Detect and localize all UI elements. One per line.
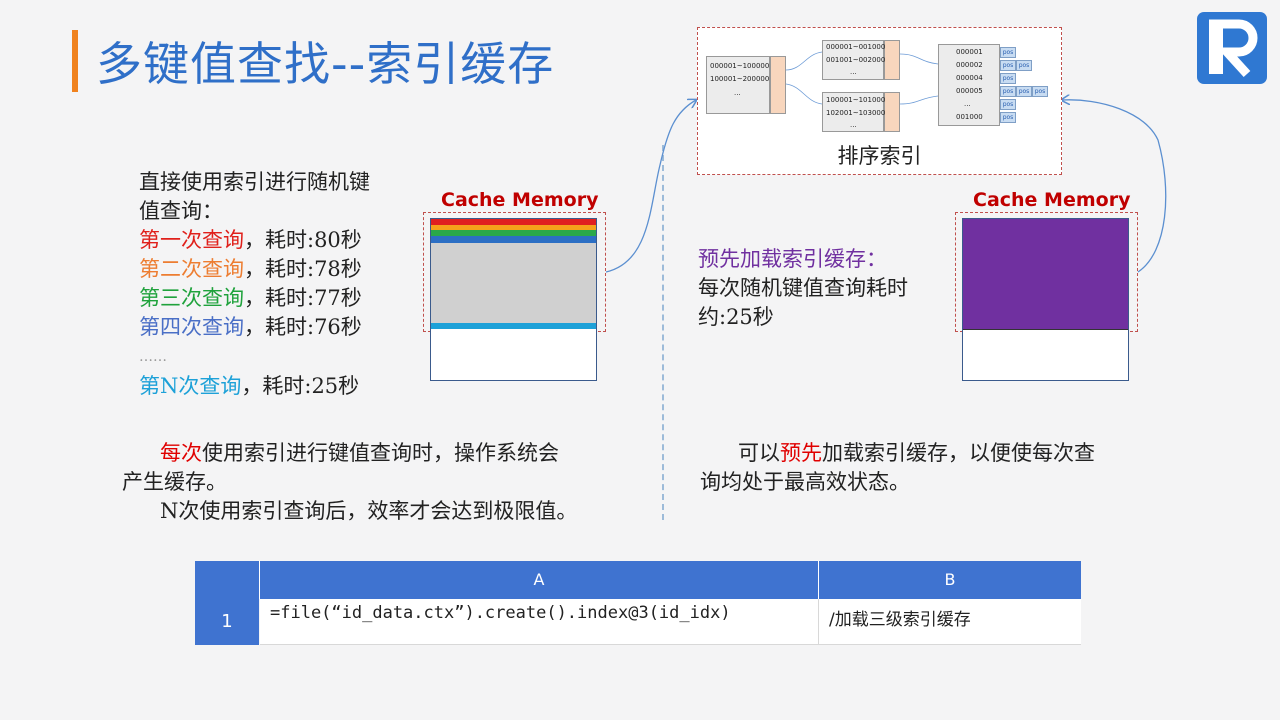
index-level1-pointers [770,56,786,114]
preloaded-cache-fill [963,219,1128,330]
level2a-entry-3: ... [850,68,857,76]
index-caption: 排序索引 [837,144,922,168]
pos-cell: pos [1032,86,1048,97]
query-time: ，耗时:78秒 [244,257,362,281]
right-para-pre: 可以 [738,441,780,465]
level3-entry-3: 000004 [956,74,983,82]
level3-entry-2: 000002 [956,61,983,69]
index-level2a-table [822,40,884,80]
pos-cell: pos [1016,60,1032,71]
pos-cell: pos [1000,99,1016,110]
query-time: ，耗时:80秒 [244,228,362,252]
level3-entry-4: 000005 [956,87,983,95]
index-level2a-pointers [884,40,900,80]
ellipsis: …… [139,349,167,365]
right-cache-label: Cache Memory [973,189,1131,211]
intro-line-1: 直接使用索引进行随机键 [139,170,370,194]
script-grid: A B 1 =file(“id_data.ctx”).create().inde… [195,561,1081,645]
para-line-1: 使用索引进行键值查询时，操作系统会 [202,441,559,465]
left-intro: 直接使用索引进行随机键 值查询： 第一次查询，耗时:80秒第二次查询，耗时:78… [139,168,370,401]
query-line: 第二次查询，耗时:78秒 [139,255,370,284]
para-line-3: N次使用索引查询后，效率才会达到极限值。 [160,499,578,523]
logo-icon [1197,12,1267,84]
para-red-word: 每次 [160,441,202,465]
cell-b1[interactable]: /加载三级索引缓存 [819,599,1081,645]
title-accent-bar [72,30,78,92]
left-cache-label: Cache Memory [441,189,599,211]
level1-entry-2: 100001~200000 [710,75,770,83]
left-cache-memory [430,218,597,381]
level2a-entry-1: 000001~001000 [826,43,886,51]
cache-layer-orange [431,225,596,230]
column-header-b[interactable]: B [819,561,1081,599]
query-label: 第三次查询 [139,286,244,310]
cache-layer-red [431,219,596,225]
cache-layer-gray [431,243,596,323]
query-time: ，耗时:76秒 [244,315,362,339]
center-divider [662,145,664,520]
cache-layer-cyan [431,323,596,329]
last-query-rest: ，耗时:25秒 [241,374,360,398]
right-desc-line-2: 约:25秒 [698,305,774,329]
query-line: 第一次查询，耗时:80秒 [139,226,370,255]
query-time: ，耗时:77秒 [244,286,362,310]
cache-layer-blue [431,236,596,243]
right-para-red-word: 预先 [780,441,822,465]
intro-line-2: 值查询： [139,199,223,223]
query-label: 第四次查询 [139,315,244,339]
page-title: 多键值查找--索引缓存 [96,37,555,91]
column-header-a[interactable]: A [260,561,819,599]
para-line-2: 产生缓存。 [122,470,227,494]
pos-cell: pos [1016,86,1032,97]
right-para-line-1: 加载索引缓存，以便使每次查 [822,441,1095,465]
pos-cell: pos [1000,112,1016,123]
level3-entry-1: 000001 [956,48,983,56]
last-query: 第N次查询，耗时:25秒 [139,372,370,401]
preload-label: 预先加载索引缓存： [698,247,887,271]
cell-b1-text: /加载三级索引缓存 [829,610,971,630]
sorted-index-diagram: 000001~100000 100001~200000 ... 000001~0… [697,27,1062,175]
right-paragraph: 可以预先加载索引缓存，以便使每次查 询均处于最高效状态。 [700,439,1095,497]
query-label: 第一次查询 [139,228,244,252]
cell-a1[interactable]: =file(“id_data.ctx”).create().index@3(id… [260,599,819,645]
last-query-label: 第N次查询 [139,374,242,398]
index-level2b-table [822,92,884,132]
level1-entry-3: ... [734,89,741,97]
pos-cell: pos [1000,47,1016,58]
level3-entry-6: 001000 [956,113,983,121]
pos-cell: pos [1000,86,1016,97]
index-level3-table [938,44,1000,126]
level2a-entry-2: 001001~002000 [826,56,886,64]
level2b-entry-1: 100001~101000 [826,96,886,104]
level2b-entry-2: 102001~103000 [826,109,886,117]
level2b-entry-3: ... [850,121,857,129]
index-level1-table [706,56,770,114]
pos-cell: pos [1000,60,1016,71]
right-desc: 预先加载索引缓存： 每次随机键值查询耗时 约:25秒 [698,245,908,332]
row-header-1[interactable]: 1 [195,599,259,645]
right-desc-line-1: 每次随机键值查询耗时 [698,276,908,300]
pos-cell: pos [1000,73,1016,84]
grid-corner [195,561,260,599]
query-line: 第三次查询，耗时:77秒 [139,284,370,313]
right-para-line-2: 询均处于最高效状态。 [700,470,910,494]
index-level2b-pointers [884,92,900,132]
right-cache-memory [962,218,1129,381]
left-paragraph: 每次使用索引进行键值查询时，操作系统会 产生缓存。 N次使用索引查询后，效率才会… [122,439,577,526]
query-line: 第四次查询，耗时:76秒 [139,313,370,342]
query-label: 第二次查询 [139,257,244,281]
level3-entry-5: ... [964,100,971,108]
level1-entry-1: 000001~100000 [710,62,770,70]
cell-a1-text: =file(“id_data.ctx”).create().index@3(id… [270,603,731,623]
query-list: 第一次查询，耗时:80秒第二次查询，耗时:78秒第三次查询，耗时:77秒第四次查… [139,226,370,342]
cache-layer-green [431,230,596,236]
